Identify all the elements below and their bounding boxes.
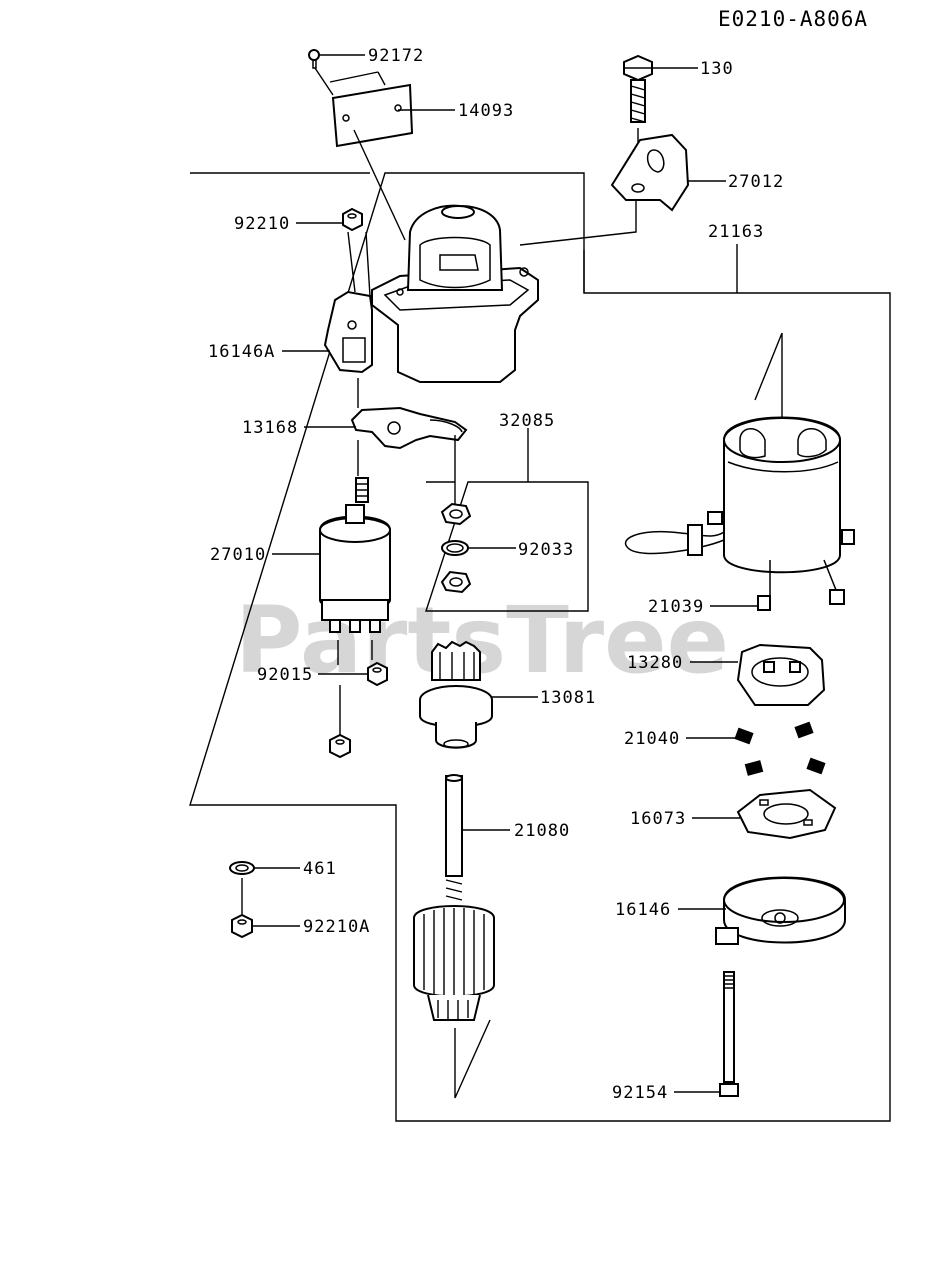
part-label-13280[interactable]: 13280	[627, 653, 683, 673]
callout-92154[interactable]: 92154	[612, 1083, 720, 1103]
kit-32085-parts[interactable]	[440, 435, 472, 594]
brush-holder-13280[interactable]	[736, 643, 826, 706]
callout-21040[interactable]: 21040	[624, 729, 736, 749]
part-label-13168[interactable]: 13168	[242, 418, 298, 438]
part-label-13081[interactable]: 13081	[540, 688, 596, 708]
callout-92210A[interactable]: 92210A	[252, 917, 370, 937]
part-label-32085[interactable]: 32085	[499, 411, 555, 431]
part-label-21163[interactable]: 21163	[708, 222, 764, 242]
callout-92172[interactable]: 92172	[320, 46, 424, 66]
springs-21040[interactable]	[734, 721, 826, 776]
end-cover-16146[interactable]	[715, 876, 846, 945]
part-label-21039[interactable]: 21039	[648, 597, 704, 617]
part-label-461[interactable]: 461	[303, 859, 337, 879]
part-label-14093[interactable]: 14093	[458, 101, 514, 121]
solenoid-27010[interactable]	[319, 440, 391, 738]
washer-461[interactable]	[229, 861, 255, 914]
callout-16146[interactable]: 16146	[615, 900, 726, 920]
callout-13280[interactable]: 13280	[627, 653, 738, 673]
part-label-27012[interactable]: 27012	[728, 172, 784, 192]
armature-21080[interactable]	[413, 774, 495, 1099]
cover-plate-14093[interactable]	[314, 67, 414, 148]
through-bolt-92154[interactable]	[719, 971, 739, 1097]
callout-92210[interactable]: 92210	[234, 214, 343, 234]
nut-92015[interactable]	[329, 640, 388, 759]
callout-13168[interactable]: 13168	[242, 418, 356, 438]
bolt-130[interactable]	[623, 54, 653, 180]
part-label-92015[interactable]: 92015	[257, 665, 313, 685]
nut-92210[interactable]	[342, 207, 363, 232]
pinion-gear-13081[interactable]	[419, 640, 493, 749]
plate-16073[interactable]	[736, 788, 837, 840]
callout-16073[interactable]: 16073	[630, 809, 740, 829]
callout-27010[interactable]: 27010	[210, 545, 320, 565]
callout-16146A[interactable]: 16146A	[208, 342, 330, 362]
callout-21163[interactable]: 21163	[708, 222, 764, 242]
part-label-130[interactable]: 130	[700, 59, 734, 79]
part-label-21040[interactable]: 21040	[624, 729, 680, 749]
part-label-92033[interactable]: 92033	[518, 540, 574, 560]
callout-13081[interactable]: 13081	[492, 688, 596, 708]
diagram-code: E0210-A806A	[718, 7, 868, 31]
lever-13168[interactable]	[350, 378, 468, 450]
callout-92033[interactable]: 92033	[468, 540, 574, 560]
nut-92210A[interactable]	[231, 913, 253, 939]
bracket-27012[interactable]	[610, 133, 690, 212]
part-label-92210[interactable]: 92210	[234, 214, 290, 234]
part-label-16146[interactable]: 16146	[615, 900, 671, 920]
part-label-92210A[interactable]: 92210A	[303, 917, 370, 937]
callout-21080[interactable]: 21080	[462, 821, 570, 841]
part-label-27010[interactable]: 27010	[210, 545, 266, 565]
part-label-92172[interactable]: 92172	[368, 46, 424, 66]
callout-27012[interactable]: 27012	[688, 172, 784, 192]
callout-32085[interactable]: 32085	[499, 411, 555, 431]
part-label-16146A[interactable]: 16146A	[208, 342, 275, 362]
callout-14093[interactable]: 14093	[398, 101, 514, 121]
part-label-92154[interactable]: 92154	[612, 1083, 668, 1103]
callout-461[interactable]: 461	[254, 859, 337, 879]
part-label-16073[interactable]: 16073	[630, 809, 686, 829]
callout-92015[interactable]: 92015	[257, 665, 368, 685]
callout-130[interactable]: 130	[652, 59, 734, 79]
part-label-21080[interactable]: 21080	[514, 821, 570, 841]
yoke-21163[interactable]	[625, 244, 855, 611]
starter-housing-16146A[interactable]	[323, 129, 637, 383]
watermark: PartsTree	[235, 587, 729, 694]
callout-21039[interactable]: 21039	[648, 597, 758, 617]
screw-92172[interactable]	[308, 49, 320, 69]
kit-32085-box	[425, 428, 589, 612]
assembly-boundary	[189, 172, 891, 1122]
